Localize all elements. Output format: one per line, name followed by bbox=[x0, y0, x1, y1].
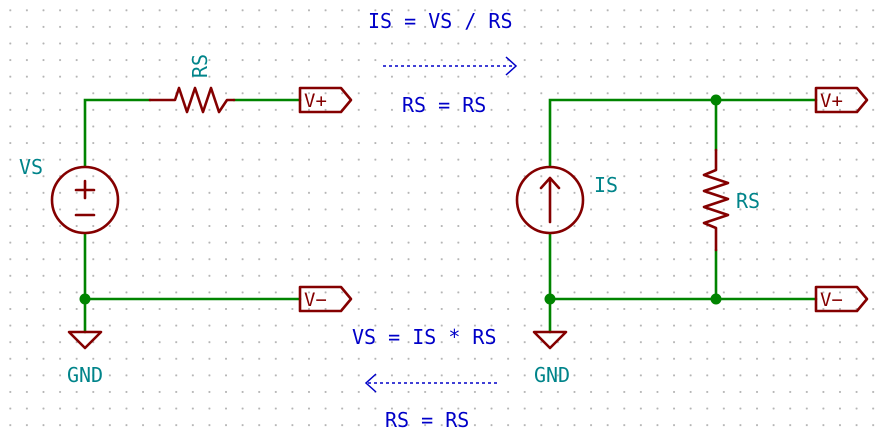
right-vminus-label: V− bbox=[820, 289, 843, 311]
top-resistance: RS = RS bbox=[402, 93, 486, 117]
ground-icon bbox=[67, 330, 103, 350]
left-top-wire bbox=[83, 98, 152, 168]
left-vminus-label: V− bbox=[304, 289, 327, 311]
left-gnd-junction bbox=[79, 293, 91, 305]
right-gnd-symbol[interactable]: GND bbox=[532, 330, 570, 387]
left-arrow-icon bbox=[364, 373, 500, 393]
current-source-icon bbox=[515, 165, 585, 235]
hierarchical-label-icon bbox=[298, 86, 353, 114]
right-resistor-rs[interactable]: RS bbox=[702, 148, 760, 252]
left-circuit: RS VS GND V+ V− bbox=[19, 54, 353, 387]
right-gnd-label: GND bbox=[534, 363, 570, 387]
right-vplus-label: V+ bbox=[820, 90, 843, 112]
bottom-resistance: RS = RS bbox=[385, 408, 469, 432]
right-resistor-ref: RS bbox=[736, 189, 760, 213]
left-vplus-label: V+ bbox=[304, 90, 327, 112]
resistor-zigzag-icon bbox=[148, 86, 236, 114]
hierarchical-label-icon bbox=[298, 285, 353, 313]
ground-icon bbox=[532, 330, 568, 350]
left-vplus-port[interactable]: V+ bbox=[298, 86, 353, 114]
left-resistor-ref: RS bbox=[188, 54, 212, 78]
right-top-junction bbox=[710, 94, 722, 106]
right-arrow-icon bbox=[383, 56, 518, 76]
right-source-ref: IS bbox=[594, 173, 618, 197]
bottom-formula: VS = IS * RS bbox=[352, 325, 497, 349]
right-circuit: IS RS GND V+ V− bbox=[515, 86, 869, 387]
resistor-zigzag-icon bbox=[702, 148, 730, 252]
hierarchical-label-icon bbox=[814, 86, 869, 114]
left-gnd-symbol[interactable]: GND bbox=[67, 330, 103, 387]
right-vplus-port[interactable]: V+ bbox=[814, 86, 869, 114]
voltage-source-icon bbox=[50, 165, 120, 235]
annotations: IS = VS / RS RS = RS VS = IS * RS RS = R… bbox=[352, 9, 518, 432]
hierarchical-label-icon bbox=[814, 285, 869, 313]
left-source-ref: VS bbox=[19, 155, 43, 179]
top-formula: IS = VS / RS bbox=[368, 9, 513, 33]
right-vminus-port[interactable]: V− bbox=[814, 285, 869, 313]
right-gnd-junction bbox=[544, 293, 556, 305]
left-gnd-label: GND bbox=[67, 363, 103, 387]
right-bottom-junction bbox=[710, 293, 722, 305]
right-top-wire bbox=[548, 98, 818, 168]
left-vminus-port[interactable]: V− bbox=[298, 285, 353, 313]
left-voltage-source-vs[interactable]: VS bbox=[19, 155, 120, 235]
left-resistor-rs[interactable]: RS bbox=[148, 54, 236, 114]
right-current-source-is[interactable]: IS bbox=[515, 165, 618, 235]
